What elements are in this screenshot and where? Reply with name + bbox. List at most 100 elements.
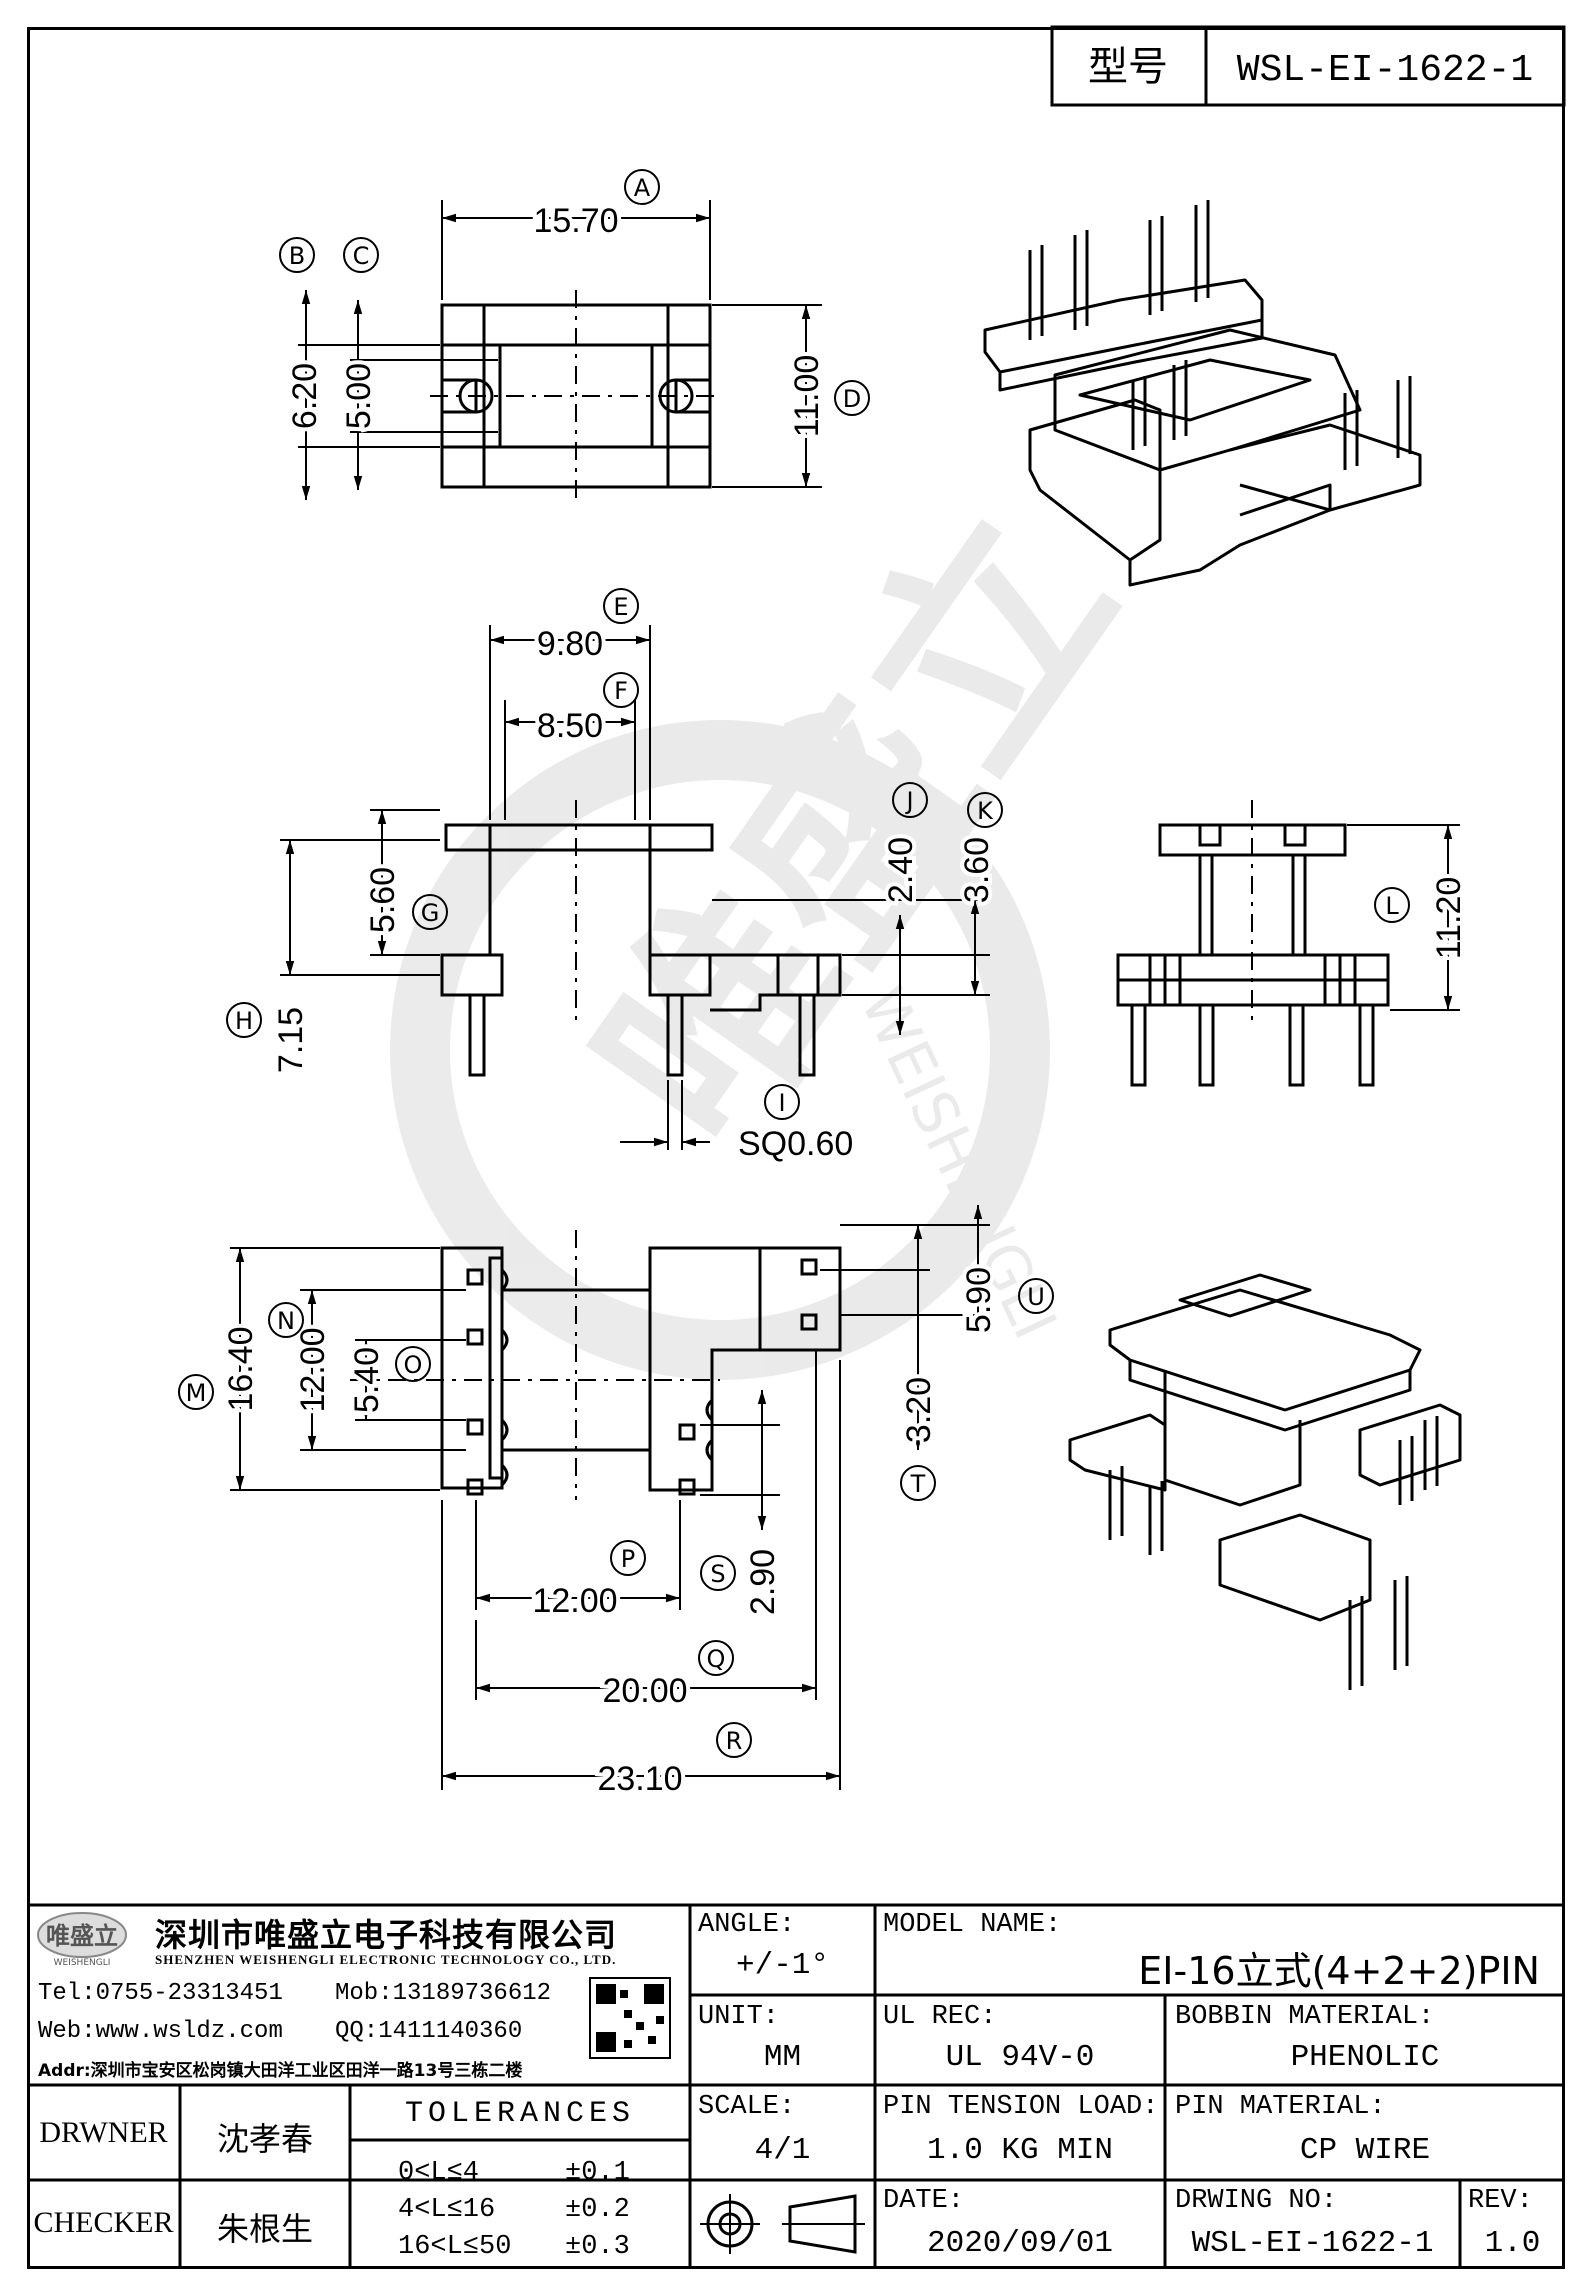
tol2-value: ±0.2 xyxy=(565,2195,630,2225)
dim-G: 5.60 xyxy=(364,867,402,933)
bobbin-label: BOBBIN MATERIAL: xyxy=(1175,2002,1435,2032)
top-view-labels: 15.70 A B C 6.20 5.00 11.00 D xyxy=(279,169,870,441)
company-mob: Mob:13189736612 xyxy=(335,1980,552,2007)
ul-label: UL REC: xyxy=(883,2002,997,2032)
svg-text:I: I xyxy=(778,1089,785,1117)
tension-label: PIN TENSION LOAD: xyxy=(883,2092,1159,2122)
svg-text:C: C xyxy=(353,242,370,270)
scale-label: SCALE: xyxy=(698,2092,796,2122)
dim-I: SQ0.60 xyxy=(738,1125,853,1163)
dim-C: 5.00 xyxy=(340,363,378,429)
side-view-labels: 11.20 L xyxy=(1374,873,1472,963)
drawner-value: 沈孝春 xyxy=(216,2120,313,2158)
svg-text:L: L xyxy=(1385,892,1399,920)
logo-cn: 唯盛立 xyxy=(46,1922,118,1950)
svg-text:B: B xyxy=(289,242,305,270)
svg-text:F: F xyxy=(614,677,628,705)
iso-view-lower xyxy=(1068,1273,1462,1690)
svg-text:N: N xyxy=(277,1307,295,1335)
dim-K: 3.60 xyxy=(958,837,996,903)
qr-code xyxy=(589,1977,671,2059)
dim-E: 9.80 xyxy=(537,625,603,663)
front-view xyxy=(280,625,990,1150)
dim-F: 8.50 xyxy=(537,707,603,745)
date-value: 2020/09/01 xyxy=(926,2226,1114,2261)
dim-T: 3.20 xyxy=(900,1377,938,1443)
logo-en: WEISHENGLI xyxy=(54,1958,111,1968)
drawing-frame xyxy=(27,27,1565,2269)
angle-value: +/-1° xyxy=(735,1948,829,1983)
dim-N: 12.00 xyxy=(294,1327,332,1412)
svg-text:E: E xyxy=(613,593,628,621)
svg-text:R: R xyxy=(726,1727,743,1755)
company-qq: QQ:1411140360 xyxy=(335,2018,523,2045)
top-view xyxy=(298,200,822,500)
bobbin-value: PHENOLIC xyxy=(1290,2040,1440,2075)
drawing-no-value: WSL-EI-1622-1 xyxy=(1191,2226,1434,2261)
bottom-view xyxy=(230,1205,990,1790)
svg-text:M: M xyxy=(186,1379,207,1407)
svg-text:P: P xyxy=(621,1545,635,1573)
dim-S: 2.90 xyxy=(744,1549,782,1615)
side-view xyxy=(1116,800,1460,1087)
drawner-label: DRWNER xyxy=(39,2116,168,2149)
svg-text:K: K xyxy=(977,797,994,825)
tol3-value: ±0.3 xyxy=(565,2232,630,2262)
model-value: EI-16立式(4+2+2)PIN xyxy=(1138,1949,1540,1993)
svg-text:J: J xyxy=(904,787,913,815)
model-box-label: 型号 xyxy=(1088,44,1168,90)
company-address: Addr:深圳市宝安区松岗镇大田洋工业区田洋一路13号三栋二楼 xyxy=(38,2061,523,2081)
rev-value: 1.0 xyxy=(1484,2226,1541,2261)
svg-text:Q: Q xyxy=(707,1645,726,1673)
dim-M: 16.40 xyxy=(222,1326,260,1411)
company-logo: 唯盛立 WEISHENGLI xyxy=(37,1912,127,1968)
unit-value: MM xyxy=(763,2040,802,2075)
svg-text:O: O xyxy=(404,1351,423,1379)
dim-D: 11.00 xyxy=(788,355,826,438)
dim-Q: 20.00 xyxy=(602,1672,687,1710)
bottom-view-labels: 16.40 M 12.00 N 5.40 O 12.00 P 20.00 Q 2… xyxy=(178,1263,1054,1802)
checker-label: CHECKER xyxy=(33,2206,174,2239)
svg-text:H: H xyxy=(235,1007,253,1035)
model-box-number: WSL-EI-1622-1 xyxy=(1237,49,1533,92)
date-label: DATE: xyxy=(883,2186,965,2216)
dim-B: 6.20 xyxy=(286,363,324,429)
tolerances-title: TOLERANCES xyxy=(404,2097,636,2131)
tol3-range: 16<L≤50 xyxy=(398,2232,512,2262)
iso-view-upper xyxy=(983,200,1422,587)
dim-R: 23.10 xyxy=(597,1760,682,1798)
company-name-cn: 深圳市唯盛立电子科技有限公司 xyxy=(155,1916,618,1954)
svg-text:S: S xyxy=(710,1560,725,1588)
dim-P: 12.00 xyxy=(532,1582,617,1620)
watermark-cn: 唯盛立 xyxy=(548,471,1162,1189)
tension-value: 1.0 KG MIN xyxy=(926,2133,1114,2168)
rev-label: REV: xyxy=(1468,2186,1533,2216)
dim-J: 2.40 xyxy=(882,837,920,903)
company-tel: Tel:0755-23313451 xyxy=(38,1980,283,2007)
svg-text:D: D xyxy=(843,385,861,413)
tol1-range: 0<L≤4 xyxy=(398,2158,480,2188)
svg-text:T: T xyxy=(910,1470,926,1498)
watermark: 唯盛立 WEISHENGLI xyxy=(390,471,1163,1380)
dim-L: 11.20 xyxy=(1430,877,1468,960)
tol2-range: 4<L≤16 xyxy=(398,2195,496,2225)
front-view-labels: 9.80 E 8.50 F 5.60 G 7.15 H SQ0.60 I 2.4… xyxy=(226,588,1003,1163)
model-box: 型号 WSL-EI-1622-1 xyxy=(1050,25,1566,107)
drawing-no-label: DRWING NO: xyxy=(1175,2186,1338,2216)
model-label: MODEL NAME: xyxy=(883,1910,1062,1940)
pin-material-label: PIN MATERIAL: xyxy=(1175,2092,1386,2122)
title-block-grid xyxy=(27,1903,1565,2269)
company-web: Web:www.wsldz.com xyxy=(38,2018,283,2045)
dim-U: 5.90 xyxy=(960,1267,998,1333)
tol1-value: ±0.1 xyxy=(565,2158,630,2188)
dim-H: 7.15 xyxy=(272,1007,310,1073)
dim-O: 5.40 xyxy=(348,1347,386,1413)
pin-material-value: CP WIRE xyxy=(1299,2133,1431,2168)
company-name-en: SHENZHEN WEISHENGLI ELECTRONIC TECHNOLOG… xyxy=(155,1952,617,1967)
checker-value: 朱根生 xyxy=(216,2210,313,2248)
scale-value: 4/1 xyxy=(754,2133,811,2168)
svg-text:U: U xyxy=(1027,1283,1045,1311)
angle-label: ANGLE: xyxy=(698,1910,796,1940)
unit-label: UNIT: xyxy=(698,2002,780,2032)
